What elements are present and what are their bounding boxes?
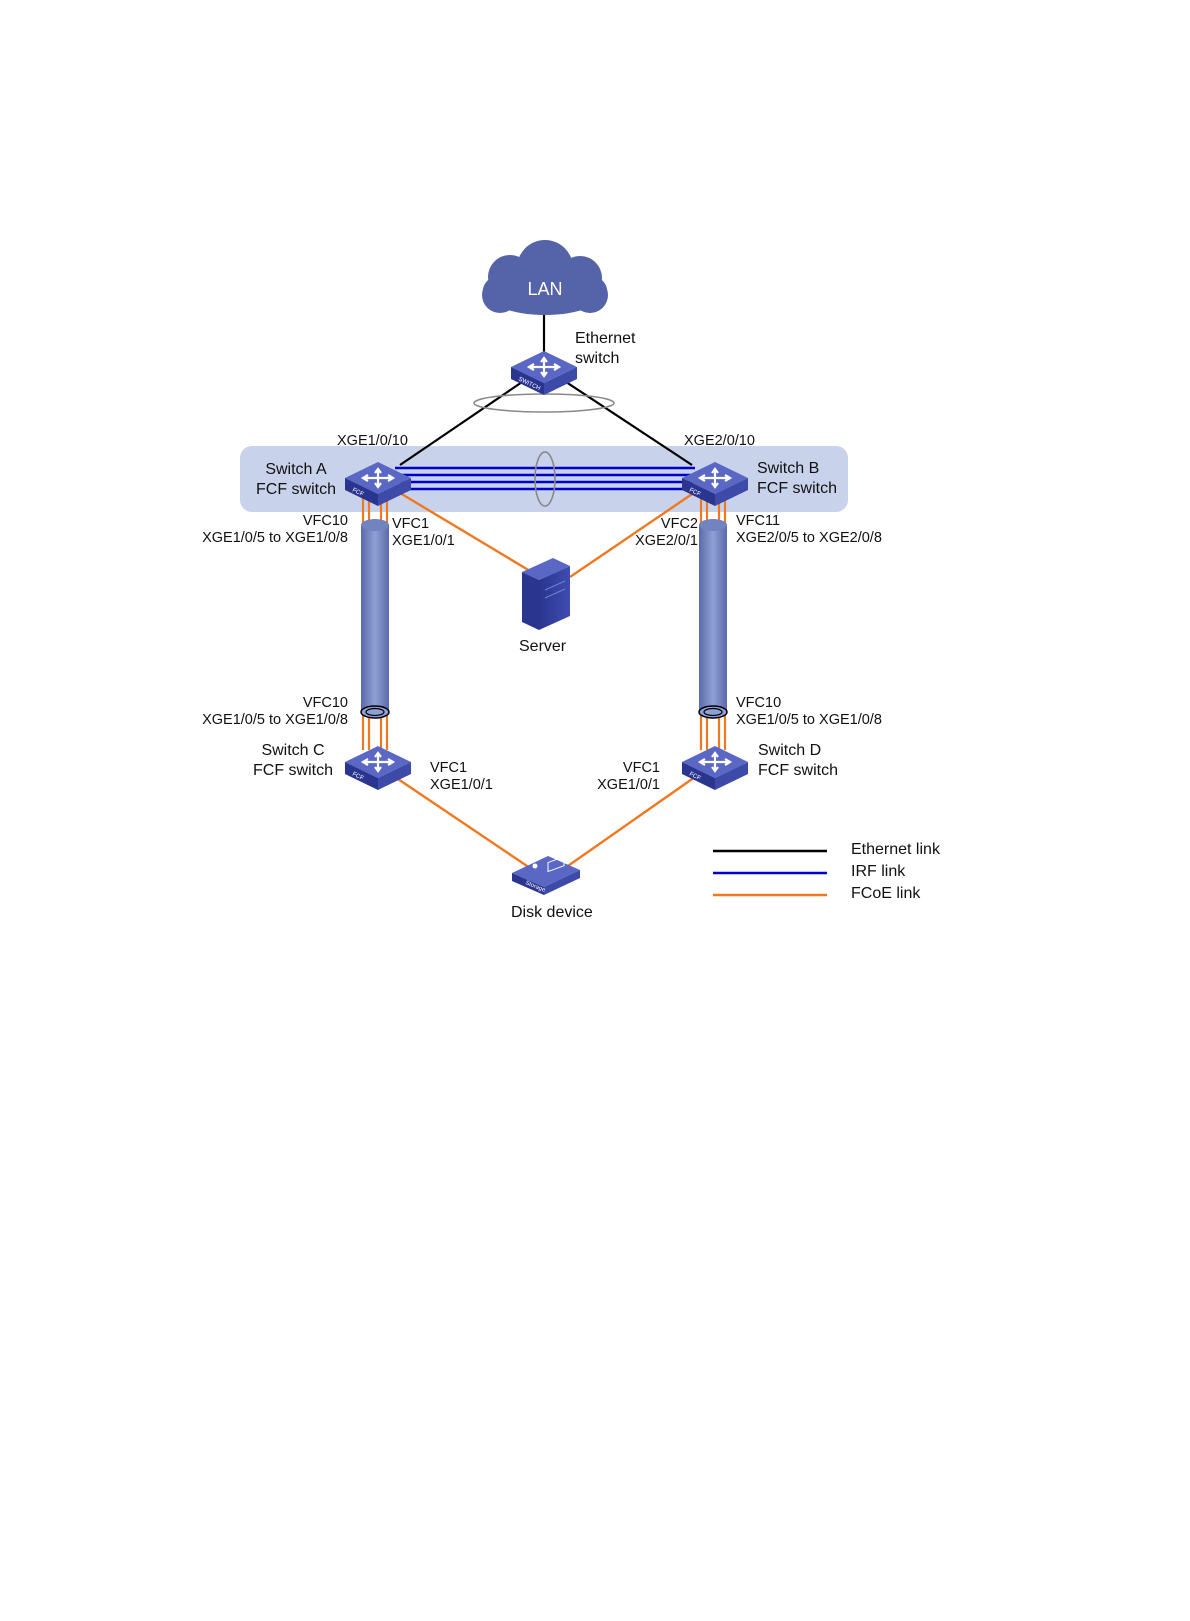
ethernet-link-b [559, 377, 693, 466]
port-a-uplink: XGE1/0/10 [337, 433, 408, 449]
legend-fcoe-label: FCoE link [851, 885, 921, 902]
svg-text:FCF: FCF [688, 771, 701, 782]
arrows-icon [697, 467, 733, 489]
fcoe-link-b-server [569, 489, 699, 578]
svg-text:FCF: FCF [351, 771, 364, 782]
lan-label: LAN [527, 279, 562, 299]
link-aggregation-ring-top [473, 393, 615, 413]
trunk-tube-left [360, 519, 390, 719]
fcoe-link-d-disk [564, 776, 696, 869]
irf-links [395, 466, 695, 491]
arrows-icon [526, 356, 562, 378]
switch-d-icon: FCF [682, 746, 748, 790]
arrows-icon [697, 751, 733, 773]
port-b-uplink: XGE2/0/10 [684, 433, 755, 449]
legend-irf-label: IRF link [851, 863, 906, 880]
server-icon [522, 558, 570, 630]
link-aggregation-ring-irf [534, 451, 556, 507]
switch-a-icon: FCF [345, 462, 411, 506]
arrows-icon [360, 751, 396, 773]
fcoe-link-c-disk [394, 776, 531, 869]
disk-device-label: Disk device [511, 904, 593, 921]
switch-c-icon: FCF [345, 746, 411, 790]
fcoe-link-a-server [394, 488, 541, 579]
switch-b-icon: FCF [682, 462, 748, 506]
lan-cloud [482, 240, 608, 315]
ethernet-switch-icon: SWITCH [511, 351, 577, 395]
legend [713, 849, 827, 897]
server-label: Server [519, 638, 567, 655]
trunk-tube-right [698, 519, 728, 719]
ethernet-link-a [399, 377, 529, 466]
legend-ethernet-label: Ethernet link [851, 841, 940, 858]
svg-text:FCF: FCF [351, 487, 364, 498]
svg-text:FCF: FCF [688, 487, 701, 498]
arrows-icon [360, 467, 396, 489]
